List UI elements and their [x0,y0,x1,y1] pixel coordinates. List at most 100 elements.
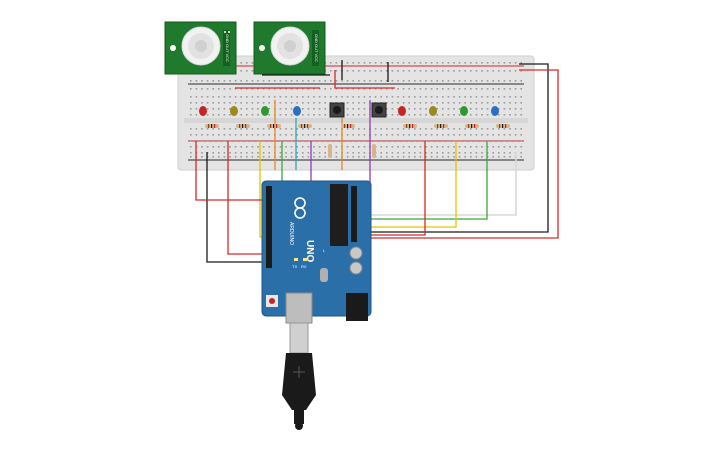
breadboard-hole [268,152,270,154]
breadboard-hole [470,102,472,104]
label-tx: TX [292,264,297,269]
breadboard-hole [223,88,226,90]
breadboard-hole [414,102,416,104]
breadboard-hole [520,140,522,142]
breadboard-hole [458,80,461,82]
pushbutton-2[interactable] [371,102,387,118]
breadboard-hole [498,156,500,158]
breadboard-hole [453,80,455,82]
breadboard-hole [453,102,455,104]
breadboard-hole [240,96,242,98]
breadboard-hole [514,70,517,72]
breadboard-hole [436,152,438,154]
breadboard-hole [492,70,494,72]
breadboard-hole [442,102,444,104]
breadboard-hole [430,134,433,136]
breadboard-hole [318,140,321,142]
breadboard-hole [240,88,242,90]
breadboard-hole [453,88,455,90]
breadboard-hole [397,140,399,142]
breadboard-hole [470,88,472,90]
breadboard-hole [475,102,478,104]
breadboard-hole [453,128,455,130]
arduino-uno[interactable]: ARDUINO UNO TX RX ON L [261,178,372,324]
breadboard-hole [498,70,500,72]
led-blue [293,106,301,116]
breadboard-hole [458,140,461,142]
wire-red-left [227,141,270,255]
breadboard-hole [486,62,489,64]
breadboard-hole [346,152,349,154]
breadboard-hole [408,128,410,130]
breadboard-hole [268,134,270,136]
breadboard-hole [503,70,506,72]
breadboard-hole [492,134,494,136]
breadboard-hole [240,70,242,72]
breadboard-hole [330,96,332,98]
breadboard-hole [442,114,444,116]
breadboard-hole [302,140,304,142]
breadboard-hole [257,134,259,136]
breadboard-hole [464,156,466,158]
breadboard-hole [470,156,472,158]
breadboard-hole [290,114,293,116]
breadboard-hole [509,70,511,72]
breadboard-hole [363,140,366,142]
breadboard-hole [234,96,237,98]
breadboard-hole [436,70,438,72]
breadboard-hole [369,70,371,72]
breadboard-hole [218,88,220,90]
breadboard-hole [402,80,405,82]
breadboard-hole [223,152,226,154]
breadboard-hole [218,134,220,136]
led-group-2 [398,106,499,116]
breadboard-hole [268,140,270,142]
breadboard-hole [520,152,522,154]
breadboard-hole [514,128,517,130]
breadboard-hole [363,102,366,104]
breadboard-hole [492,80,494,82]
breadboard-hole [234,80,237,82]
breadboard-hole [425,102,427,104]
breadboard-hole [346,134,349,136]
wire-black-right-loop [358,63,549,233]
breadboard-hole [218,152,220,154]
breadboard-hole [324,134,326,136]
breadboard-hole [246,134,248,136]
breadboard-hole [402,140,405,142]
breadboard-hole [380,156,382,158]
label-rx: RX [301,264,307,269]
breadboard[interactable] [177,55,535,171]
breadboard-hole [481,70,483,72]
breadboard-hole [296,80,298,82]
breadboard-hole [274,80,276,82]
breadboard-hole [447,80,450,82]
capacitor [349,246,363,260]
breadboard-hole [520,102,522,104]
pir-sensor-2[interactable]: GND OUT VCC [253,21,326,75]
breadboard-hole [246,114,248,116]
breadboard-hole [419,80,422,82]
breadboard-hole [464,102,466,104]
breadboard-hole [397,108,399,110]
pushbutton-1[interactable] [329,102,345,118]
breadboard-hole [520,80,522,82]
breadboard-hole [414,146,416,148]
breadboard-hole [307,134,310,136]
breadboard-hole [313,152,315,154]
breadboard-hole [391,80,394,82]
resistor [403,124,417,128]
breadboard-hole [498,146,500,148]
breadboard-hole [380,80,382,82]
breadboard-hole [358,152,360,154]
breadboard-hole [430,96,433,98]
breadboard-hole [358,134,360,136]
breadboard-hole [195,108,198,110]
breadboard-hole [408,152,410,154]
breadboard-hole [296,140,298,142]
breadboard-hole [458,102,461,104]
breadboard-hole [363,134,366,136]
svg-text:GND OUT VCC: GND OUT VCC [225,34,230,62]
pir-sensor-1[interactable]: GND OUT VCC [164,21,237,75]
breadboard-hole [257,146,259,148]
